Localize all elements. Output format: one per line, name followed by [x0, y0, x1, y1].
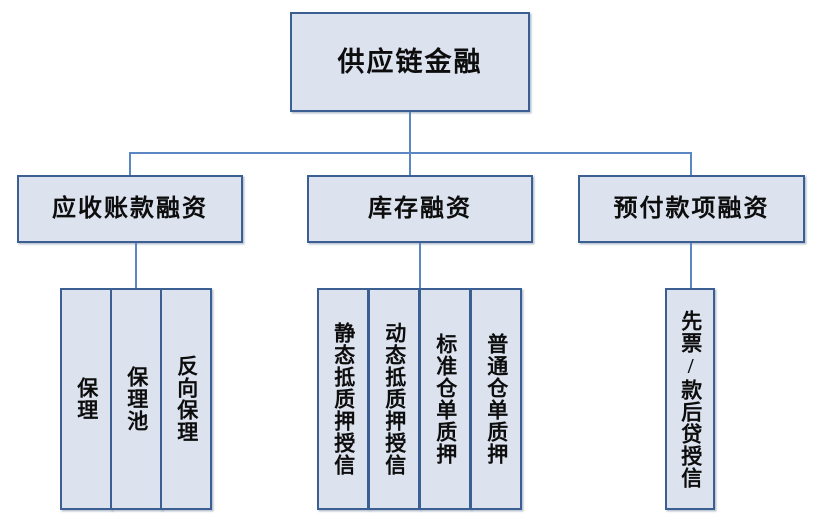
node-branch-prepayment-label: 预付款项融资 — [613, 196, 770, 222]
node-leaf-factoring-label: 保理 — [74, 377, 99, 421]
connector-bus-to-branch-2 — [690, 152, 692, 176]
node-leaf-general-warehouse-receipt-pledge[interactable]: 普通仓单质押 — [470, 288, 522, 510]
node-leaf-factoring-pool[interactable]: 保理池 — [110, 288, 162, 510]
node-leaf-reverse-factoring-label: 反向保理 — [174, 355, 199, 443]
connector-bus-to-branch-0 — [129, 152, 131, 176]
node-leaf-dynamic-pledge-credit-label: 动态抵质押授信 — [382, 322, 407, 476]
connector-branch0-to-leaves — [135, 243, 137, 289]
node-leaf-ticket-first-loan-after-credit[interactable]: 先票/款后贷授信 — [665, 288, 715, 510]
node-leaf-standard-warehouse-receipt-pledge-label: 标准仓单质押 — [433, 333, 458, 465]
node-branch-inventory-label: 库存融资 — [368, 196, 472, 222]
node-root-label: 供应链金融 — [337, 46, 483, 77]
connector-branch1-to-leaves — [419, 243, 421, 289]
node-leaf-factoring-pool-label: 保理池 — [124, 366, 149, 432]
node-branch-inventory[interactable]: 库存融资 — [307, 175, 533, 243]
node-leaf-reverse-factoring[interactable]: 反向保理 — [160, 288, 212, 510]
node-branch-prepayment[interactable]: 预付款项融资 — [578, 175, 805, 243]
node-leaf-ticket-first-loan-after-credit-label: 先票/款后贷授信 — [678, 309, 703, 489]
node-branch-accounts-receivable[interactable]: 应收账款融资 — [17, 175, 243, 243]
connector-branch2-to-leaves — [690, 243, 692, 289]
node-leaf-dynamic-pledge-credit[interactable]: 动态抵质押授信 — [368, 288, 420, 510]
node-branch-accounts-receivable-label: 应收账款融资 — [52, 196, 208, 222]
node-leaf-factoring[interactable]: 保理 — [60, 288, 112, 510]
connector-bus-to-branch-1 — [409, 152, 411, 176]
connector-root-drop — [409, 112, 411, 154]
node-leaf-standard-warehouse-receipt-pledge[interactable]: 标准仓单质押 — [419, 288, 471, 510]
node-leaf-static-pledge-credit[interactable]: 静态抵质押授信 — [317, 288, 369, 510]
node-leaf-general-warehouse-receipt-pledge-label: 普通仓单质押 — [484, 333, 509, 465]
node-leaf-static-pledge-credit-label: 静态抵质押授信 — [331, 322, 356, 476]
node-root[interactable]: 供应链金融 — [290, 12, 530, 112]
